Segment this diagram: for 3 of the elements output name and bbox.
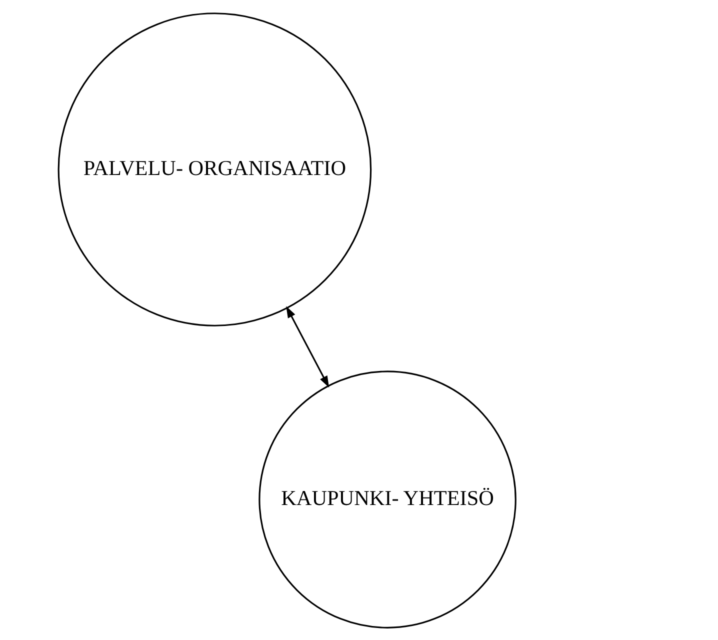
node-circle: PALVELU- ORGANISAATIO [57,12,372,326]
arrow [286,306,329,388]
node-circle: KAUPUNKI- YHTEISÖ [258,370,516,628]
